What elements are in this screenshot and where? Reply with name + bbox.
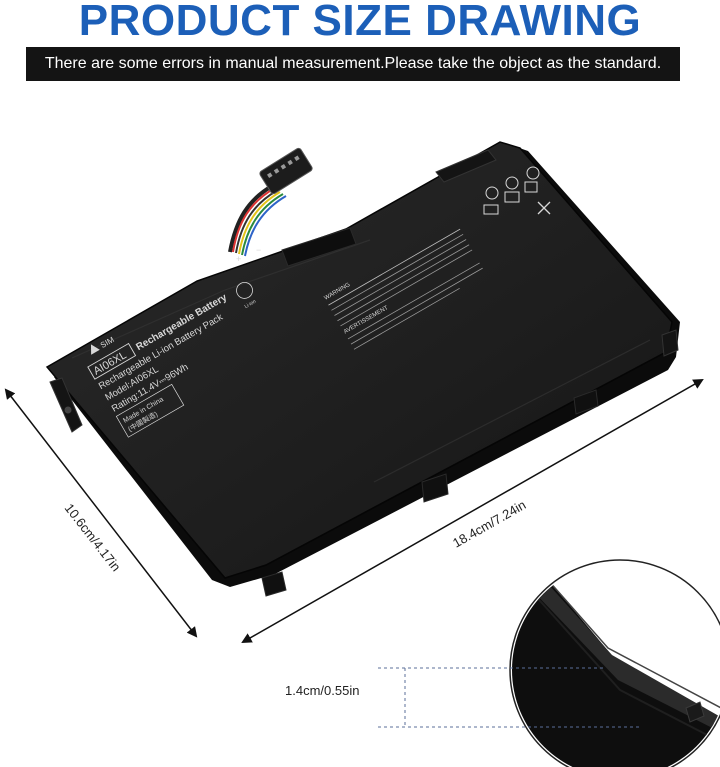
length-dimension-label: 18.4cm/7.24in <box>450 497 528 550</box>
certification-marks <box>483 166 551 215</box>
length-dimension-arrow <box>241 378 704 644</box>
certification-icon <box>526 166 540 180</box>
certification-icon <box>505 176 519 190</box>
plus-label: + <box>236 254 241 264</box>
ukca-icon <box>504 191 520 203</box>
weee-bin-icon <box>537 201 551 215</box>
fc-icon <box>483 204 499 215</box>
model-code-box <box>87 342 137 380</box>
minus-label: − <box>256 245 261 255</box>
certification-icon <box>524 181 538 193</box>
sim-warning-icon <box>90 344 100 355</box>
recycle-icon <box>236 282 253 299</box>
chem-text: Li-ion <box>244 299 258 310</box>
thickness-detail <box>509 559 720 767</box>
measurement-notice: There are some errors in manual measurem… <box>26 47 680 81</box>
thickness-dimension-label: 1.4cm/0.55in <box>285 683 360 698</box>
width-dimension-label: 10.6cm/4.17in <box>62 501 124 575</box>
battery-cable: + − <box>228 147 313 264</box>
width-dimension-arrow <box>4 388 198 638</box>
certification-icon <box>485 186 499 200</box>
page-title: PRODUCT SIZE DRAWING <box>78 0 642 45</box>
